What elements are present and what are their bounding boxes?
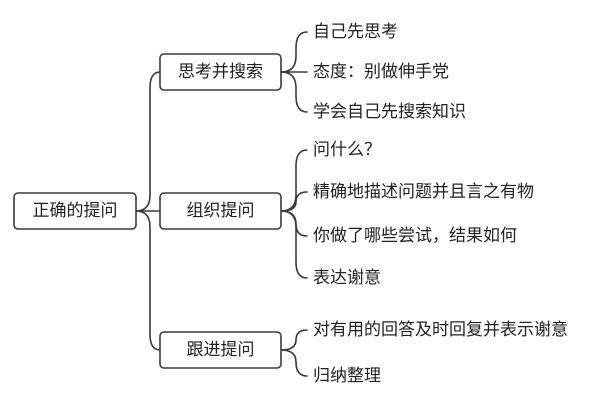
branch-node-organize: 组织提问 — [159, 192, 282, 230]
leaf-label: 你做了哪些尝试，结果如何 — [313, 226, 517, 246]
root-node-box — [13, 192, 137, 230]
branch-leaf-connector — [280, 349, 308, 377]
branch-node-box — [159, 192, 282, 230]
root-node: 正确的提问 — [13, 192, 137, 230]
branch-leaf-connector — [280, 191, 308, 212]
branch-leaf-connector — [280, 71, 308, 113]
leaf-label: 归纳整理 — [313, 366, 381, 386]
branch-leaf-connector — [280, 31, 308, 73]
branch-leaf-connector — [280, 149, 308, 212]
branch-node-label: 跟进提问 — [187, 340, 255, 360]
branch-node-follow-up: 跟进提问 — [159, 331, 282, 369]
branch-node-box — [159, 53, 282, 91]
leaf-label: 问什么？ — [313, 140, 381, 160]
root-branch-connector — [135, 210, 161, 351]
branch-node-box — [159, 331, 282, 369]
leaf-label: 对有用的回答及时回复并表示谢意 — [313, 320, 568, 340]
root-branch-connector — [135, 71, 161, 212]
leaf-label: 态度：别做伸手党 — [313, 62, 449, 82]
branch-node-label: 组织提问 — [187, 201, 255, 221]
leaf-label: 学会自己先搜索知识 — [313, 102, 466, 122]
branch-leaf-connector — [280, 329, 308, 351]
leaf-label: 精确地描述问题并且言之有物 — [313, 182, 534, 202]
branch-leaf-connector — [280, 210, 308, 237]
root-node-label: 正确的提问 — [33, 201, 118, 221]
leaf-label: 表达谢意 — [313, 268, 381, 288]
leaf-label: 自己先思考 — [313, 22, 398, 42]
branch-node-label: 思考并搜索 — [178, 62, 263, 82]
branch-node-think-search: 思考并搜索 — [159, 53, 282, 91]
branch-leaf-connector — [280, 210, 308, 279]
